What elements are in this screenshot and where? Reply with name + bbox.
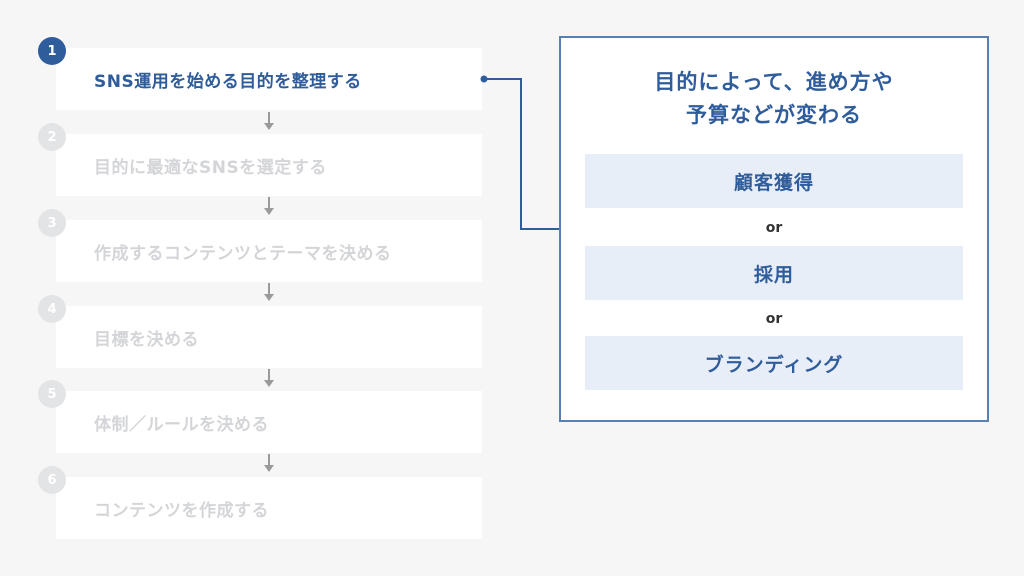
option-branding: ブランディング xyxy=(585,336,963,390)
arrow-down-icon xyxy=(264,112,274,130)
step-5-label: 体制／ルールを決める xyxy=(94,414,269,435)
step-4-label: 目標を決める xyxy=(94,329,199,350)
step-2-number-badge: 2 xyxy=(38,123,66,151)
step-2-label: 目的に最適なSNSを選定する xyxy=(94,157,327,178)
step-6-label: コンテンツを作成する xyxy=(94,500,269,521)
step-5: 体制／ルールを決める xyxy=(56,391,482,453)
arrow-down-icon xyxy=(264,454,274,472)
or-separator: or xyxy=(765,220,783,236)
step-1-label: SNS運用を始める目的を整理する xyxy=(94,71,362,92)
option-customer-acquisition: 顧客獲得 xyxy=(585,154,963,208)
step-1-number-badge: 1 xyxy=(38,37,66,65)
step-6: コンテンツを作成する xyxy=(56,477,482,539)
step-4-number-badge: 4 xyxy=(38,295,66,323)
arrow-down-icon xyxy=(264,369,274,387)
arrow-down-icon xyxy=(264,283,274,301)
arrow-down-icon xyxy=(264,197,274,215)
step-4: 目標を決める xyxy=(56,306,482,368)
step-5-number-badge: 5 xyxy=(38,380,66,408)
step-3-number-badge: 3 xyxy=(38,209,66,237)
step-2: 目的に最適なSNSを選定する xyxy=(56,134,482,196)
purpose-panel: 目的によって、進め方や 予算などが変わる 顧客獲得 or 採用 or ブランディ… xyxy=(559,36,989,422)
step-6-number-badge: 6 xyxy=(38,466,66,494)
step-3-label: 作成するコンテンツとテーマを決める xyxy=(94,243,392,264)
step-3: 作成するコンテンツとテーマを決める xyxy=(56,220,482,282)
or-separator: or xyxy=(765,311,783,327)
step-1: SNS運用を始める目的を整理する xyxy=(56,48,482,110)
panel-title: 目的によって、進め方や 予算などが変わる xyxy=(654,70,894,127)
option-recruitment: 採用 xyxy=(585,246,963,300)
